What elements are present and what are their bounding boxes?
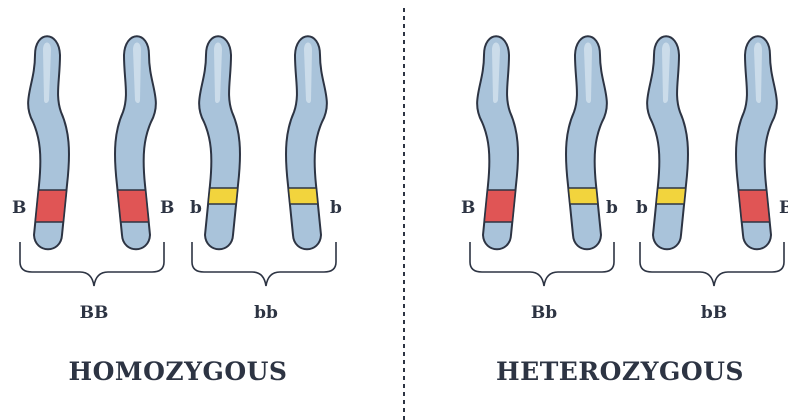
panel-title: HETEROZYGOUS bbox=[496, 357, 744, 386]
panel-title: HOMOZYGOUS bbox=[69, 357, 288, 386]
allele-label: B bbox=[160, 198, 174, 218]
recessive-allele-band bbox=[568, 188, 598, 204]
dominant-allele-band bbox=[484, 190, 515, 222]
allele-label: B bbox=[779, 198, 788, 218]
allele-label: B bbox=[12, 198, 26, 218]
chromosome-right-4 bbox=[736, 36, 777, 249]
chromosome-left-4 bbox=[647, 36, 688, 249]
genotype-label: BB bbox=[80, 303, 109, 323]
dominant-allele-band bbox=[118, 190, 149, 222]
chromosome-right-2 bbox=[286, 36, 327, 249]
genotype-label: bb bbox=[254, 303, 278, 323]
recessive-allele-band bbox=[656, 188, 686, 204]
chromosome-right-1 bbox=[115, 36, 156, 249]
genotype-label: Bb bbox=[531, 303, 557, 323]
chromosome-right-3 bbox=[566, 36, 607, 249]
chromosome-left-3 bbox=[477, 36, 518, 249]
allele-label: B bbox=[461, 198, 475, 218]
recessive-allele-band bbox=[288, 188, 318, 204]
allele-label: b bbox=[190, 198, 202, 218]
chromosome-left-1 bbox=[28, 36, 69, 249]
genotype-label: bB bbox=[701, 303, 727, 323]
dominant-allele-band bbox=[35, 190, 66, 222]
recessive-allele-band bbox=[208, 188, 238, 204]
chromosome-left-2 bbox=[199, 36, 240, 249]
allele-label: b bbox=[330, 198, 342, 218]
allele-label: b bbox=[636, 198, 648, 218]
dominant-allele-band bbox=[739, 190, 770, 222]
allele-label: b bbox=[606, 198, 618, 218]
